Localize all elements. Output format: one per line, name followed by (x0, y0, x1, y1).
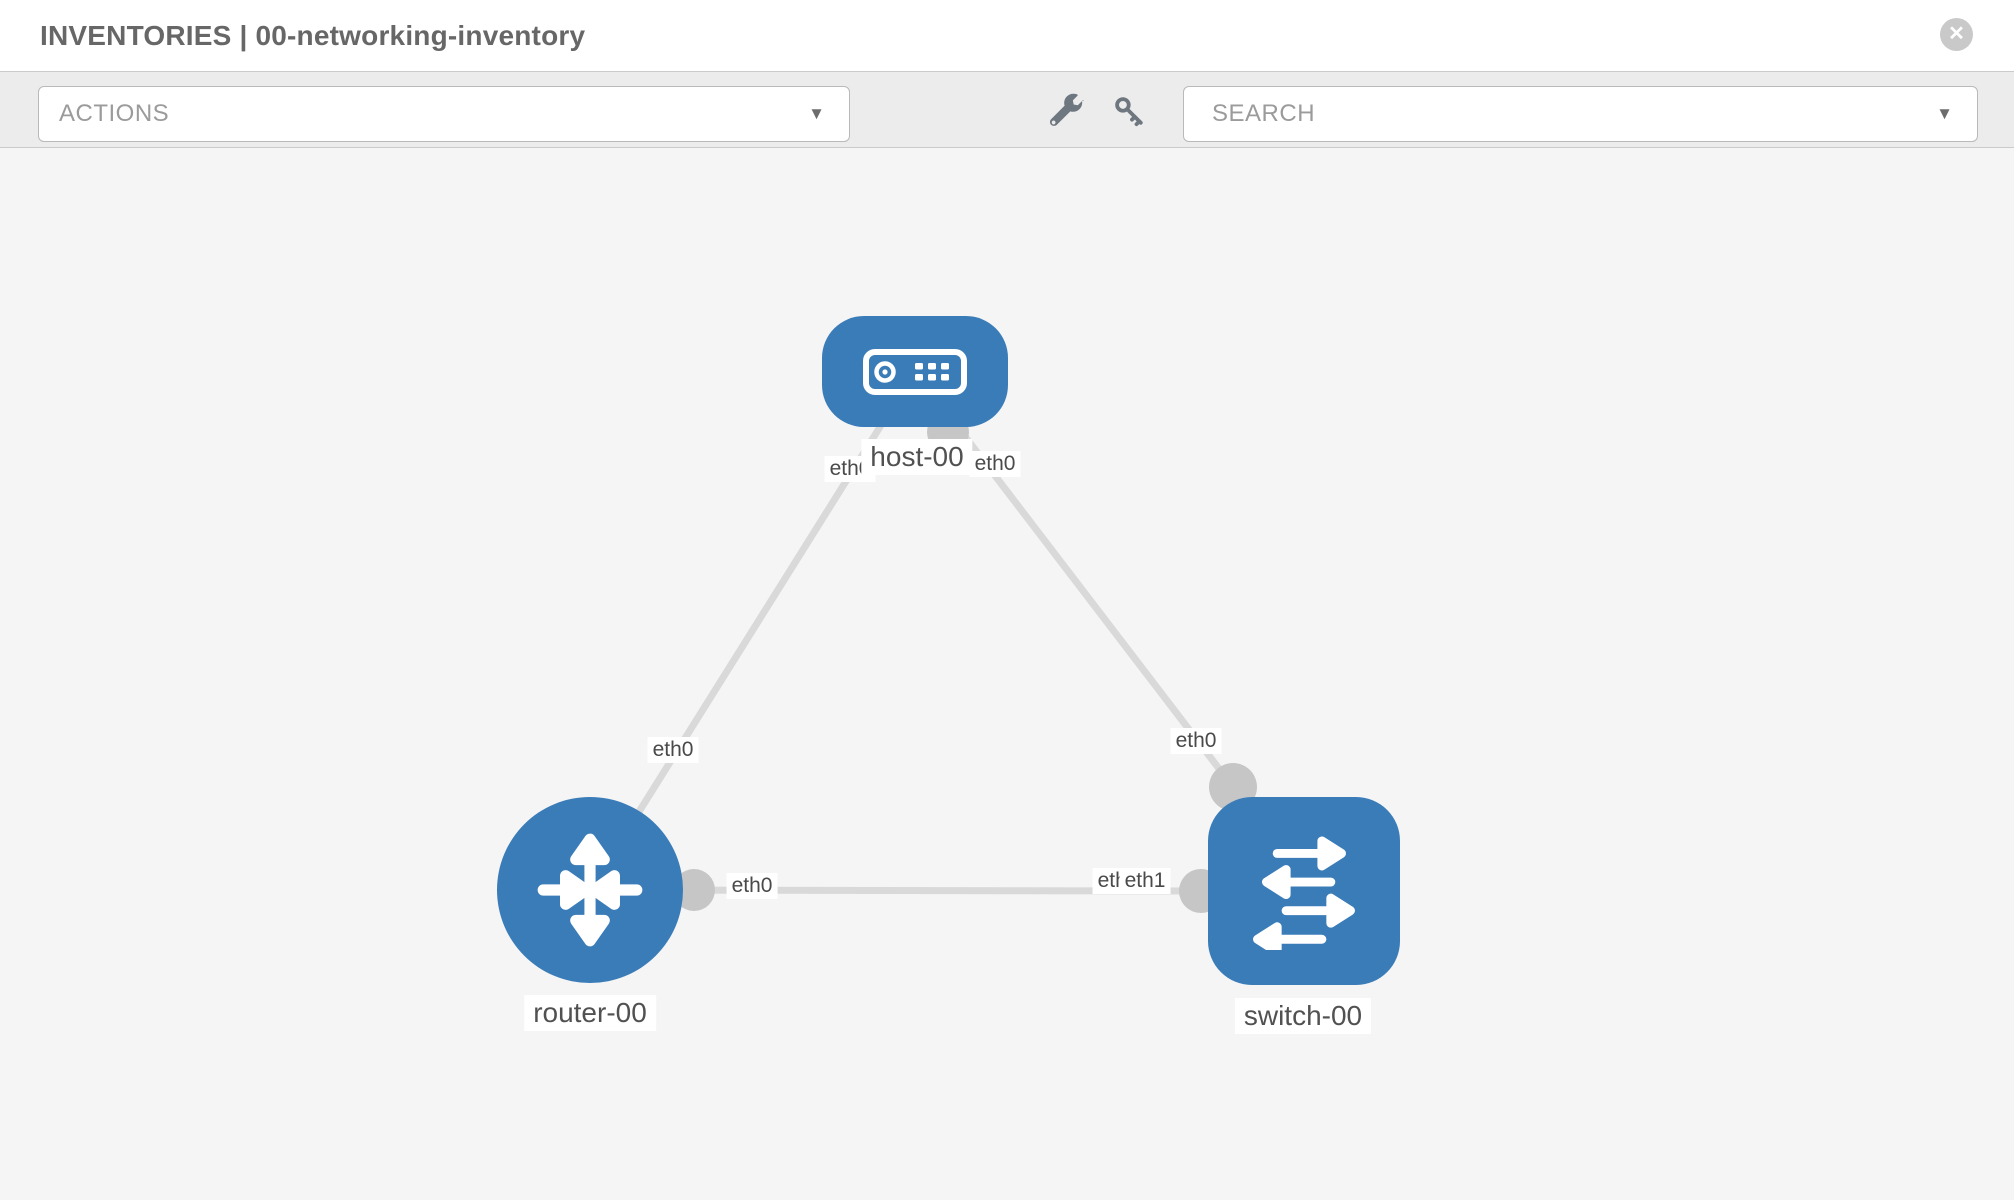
node-label-host: host-00 (861, 439, 973, 475)
chevron-down-icon: ▼ (808, 104, 825, 123)
actions-dropdown[interactable]: ACTIONS ▼ (38, 86, 850, 142)
port-label: eth0 (969, 451, 1021, 477)
server-icon (863, 348, 967, 395)
breadcrumb-header: INVENTORIES | 00-networking-inventory ✕ (0, 0, 2014, 72)
topology-canvas[interactable]: eth0 host-00 eth0 eth0 eth0 router-00 et… (0, 148, 2014, 1200)
node-switch-00[interactable] (1208, 797, 1400, 985)
topology-links-layer (586, 367, 1257, 913)
port-label: eth0 (1170, 728, 1222, 754)
wrench-icon[interactable] (1048, 92, 1086, 135)
node-label-router: router-00 (524, 995, 656, 1031)
switch-icon (1253, 836, 1355, 950)
search-placeholder: SEARCH (1212, 100, 1316, 127)
node-router-00[interactable] (497, 797, 683, 983)
chevron-down-icon: ▼ (1936, 104, 1953, 123)
node-label-switch: switch-00 (1234, 998, 1372, 1034)
page-title: INVENTORIES | 00-networking-inventory (40, 20, 586, 51)
router-port-dot (673, 869, 715, 911)
port-label: eth1 (1119, 868, 1171, 894)
router-icon (537, 833, 643, 947)
actions-dropdown-label: ACTIONS (59, 100, 170, 127)
key-icon[interactable] (1113, 95, 1147, 134)
port-label: eth0 (726, 873, 778, 899)
toolbar: ACTIONS ▼ SEARCH ▼ (0, 72, 2014, 148)
search-dropdown[interactable]: SEARCH ▼ (1183, 86, 1978, 142)
close-icon[interactable]: ✕ (1940, 18, 1973, 51)
node-host-00[interactable] (822, 316, 1008, 427)
port-label: eth0 (647, 737, 699, 763)
